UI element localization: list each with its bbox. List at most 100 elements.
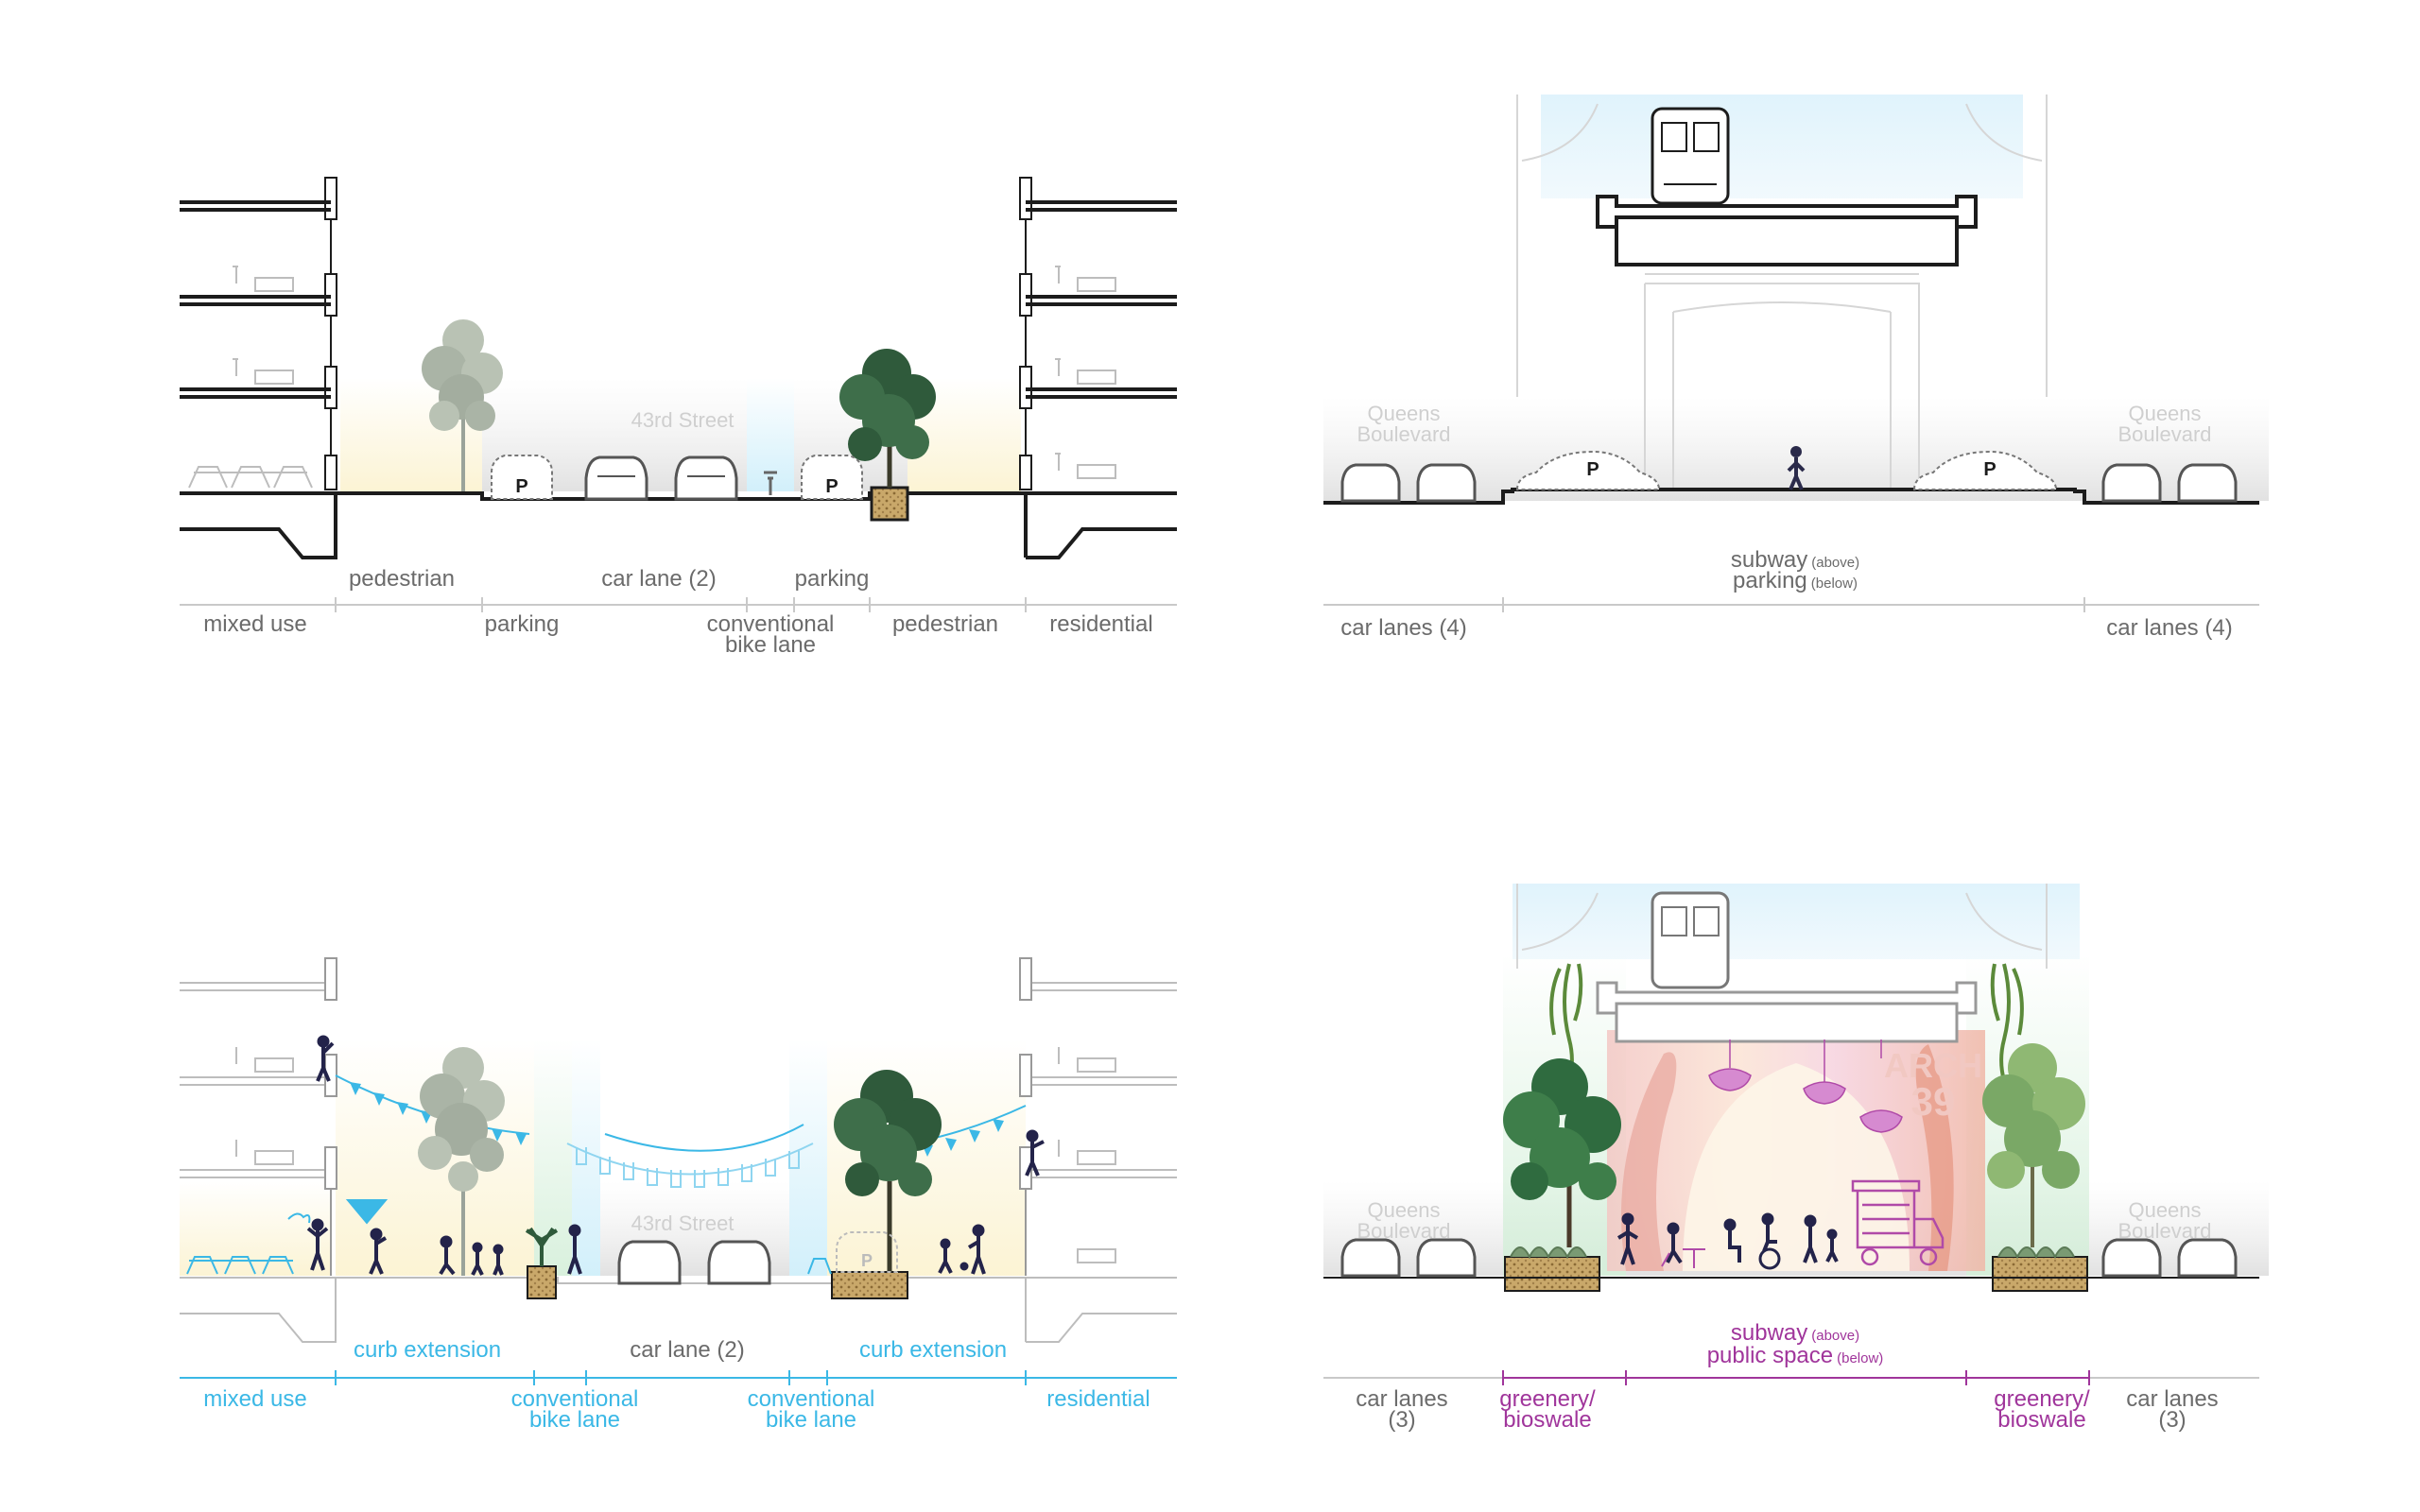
- street-tree-light: [422, 319, 503, 491]
- label-pedestrian-left: pedestrian: [349, 566, 455, 592]
- cafe-tables: [186, 1199, 832, 1275]
- people-icons: [306, 1035, 1045, 1276]
- moving-car-1: [617, 1240, 682, 1285]
- label-bike-right-line1: conventional: [748, 1386, 875, 1412]
- svg-text:P: P: [515, 476, 527, 497]
- label-parking-left: parking: [485, 611, 560, 637]
- label-car-lanes-left-line2: (3): [1388, 1407, 1415, 1433]
- street-name-label: 43rd Street: [631, 408, 735, 432]
- lane-cars-left: [1340, 463, 1477, 503]
- cafe-table-icon: [1661, 1248, 1705, 1268]
- label-bike-right-line2: bike lane: [766, 1407, 856, 1433]
- mural-text-arch: ARCH: [1884, 1046, 1982, 1085]
- street-name-right-line2: Boulevard: [2118, 1219, 2211, 1243]
- ground-line: [1323, 488, 2259, 505]
- street-name-left-line1: Queens: [1367, 402, 1440, 425]
- label-greenery-left-line1: greenery/: [1499, 1386, 1596, 1412]
- residential-building: [1019, 957, 1177, 1343]
- elevated-subway-deck: [1596, 195, 1978, 266]
- arch-mural: ARCH 39: [1607, 1030, 1985, 1271]
- parking-car-right: P: [1912, 450, 2058, 490]
- viaduct-structure: [1516, 94, 2048, 491]
- panel-existing-queens-boulevard: P P Queens Boulevard Queens Boulevard su…: [1323, 94, 2269, 641]
- bike-lane-zone-tint: [747, 378, 794, 491]
- label-subway-above: subway(above): [1731, 1320, 1859, 1346]
- pedestrian-icon: [1787, 446, 1806, 490]
- planter-tint-left: [534, 1040, 572, 1276]
- label-greenery-right-line1: greenery/: [1994, 1386, 2090, 1412]
- cyclist-icon: [764, 471, 777, 495]
- curb-extension-tint-right: [827, 1040, 1026, 1276]
- label-car-lanes-left-line1: car lanes: [1356, 1386, 1447, 1412]
- street-name-left-line2: Boulevard: [1357, 422, 1450, 446]
- svg-text:P: P: [825, 476, 838, 497]
- label-bike-left-line2: bike lane: [529, 1407, 620, 1433]
- panel-proposed-queens-boulevard: ARCH 39: [1323, 884, 2269, 1433]
- parked-car-left: P: [491, 455, 553, 500]
- hanging-vines: [1549, 963, 2024, 1097]
- mixed-use-building: [180, 957, 337, 1343]
- label-car-lane: car lane (2): [601, 566, 716, 592]
- moving-car-2: [674, 455, 738, 501]
- label-bike-lane-line1: conventional: [707, 611, 835, 637]
- lane-cars-right: [2101, 463, 2238, 503]
- food-cart-icon: [1851, 1179, 1945, 1266]
- svg-text:P: P: [861, 1251, 873, 1270]
- street-name-right-line2: Boulevard: [2118, 422, 2211, 446]
- label-car-lane: car lane (2): [630, 1337, 744, 1363]
- lane-cars-left: [1340, 1238, 1477, 1278]
- moving-car-1: [584, 455, 648, 501]
- label-residential: residential: [1049, 611, 1152, 637]
- hanging-lanterns: [1708, 1040, 1903, 1133]
- label-parking-right: parking: [795, 566, 870, 592]
- subway-train-icon: [1651, 891, 1730, 989]
- street-name-right-line1: Queens: [2128, 402, 2201, 425]
- street-name-left-line1: Queens: [1367, 1198, 1440, 1222]
- label-car-lanes-right: car lanes (4): [2106, 615, 2232, 641]
- label-mixed-use: mixed use: [203, 1386, 306, 1412]
- parking-car-left: P: [1515, 450, 1661, 490]
- viaduct-sky-tint: [1541, 94, 2023, 198]
- palm-plant: [525, 1227, 559, 1266]
- viaduct-structure: [1516, 884, 2048, 969]
- mixed-use-building: [180, 177, 337, 559]
- planter-right: [831, 1271, 908, 1299]
- label-public-space-below: public space(below): [1707, 1343, 1884, 1368]
- subway-train-icon: [1651, 107, 1730, 205]
- svg-text:P: P: [1586, 459, 1599, 480]
- label-residential: residential: [1046, 1386, 1150, 1412]
- bioswale-planter-right: [1992, 1256, 2088, 1292]
- label-curb-extension-right: curb extension: [859, 1337, 1007, 1363]
- ghost-parked-car: P: [836, 1231, 898, 1273]
- bioswale-planter-left: [1504, 1256, 1600, 1292]
- label-parking-below: parking(below): [1733, 568, 1858, 593]
- residential-building: [1019, 177, 1177, 559]
- street-tree-dark: [839, 349, 936, 488]
- label-bike-lane-line2: bike lane: [725, 632, 816, 658]
- label-subway-above: subway(above): [1731, 547, 1859, 573]
- people-icons: [1616, 1212, 1839, 1270]
- label-greenery-right-line2: bioswale: [1997, 1407, 2085, 1433]
- label-car-lanes-left: car lanes (4): [1340, 615, 1466, 641]
- lane-cars-right: [2101, 1238, 2238, 1278]
- bioswale-shrubs: [1510, 1246, 2075, 1260]
- label-mixed-use: mixed use: [203, 611, 306, 637]
- label-greenery-left-line2: bioswale: [1503, 1407, 1591, 1433]
- label-bike-left-line1: conventional: [511, 1386, 639, 1412]
- panel-proposed-43rd-street: P 43rd Street curb extension car l: [180, 957, 1177, 1433]
- parked-car-right: P: [801, 455, 863, 500]
- bike-lane-tint-right: [789, 1040, 827, 1276]
- label-car-lanes-right-line2: (3): [2158, 1407, 2186, 1433]
- label-pedestrian-right: pedestrian: [892, 611, 998, 637]
- panel-existing-43rd-street: P P 43rd Street pedestrian car lane (2) …: [180, 177, 1177, 658]
- moving-car-2: [707, 1240, 771, 1285]
- bioswale-tree-left: [1503, 1058, 1621, 1247]
- label-car-lanes-right-line1: car lanes: [2126, 1386, 2218, 1412]
- mural-text-number: 39: [1911, 1079, 1956, 1124]
- tree-planter: [870, 486, 909, 522]
- street-name-label: 43rd Street: [631, 1211, 735, 1235]
- bioswale-tree-right: [1982, 1043, 2085, 1247]
- label-curb-extension-left: curb extension: [354, 1337, 501, 1363]
